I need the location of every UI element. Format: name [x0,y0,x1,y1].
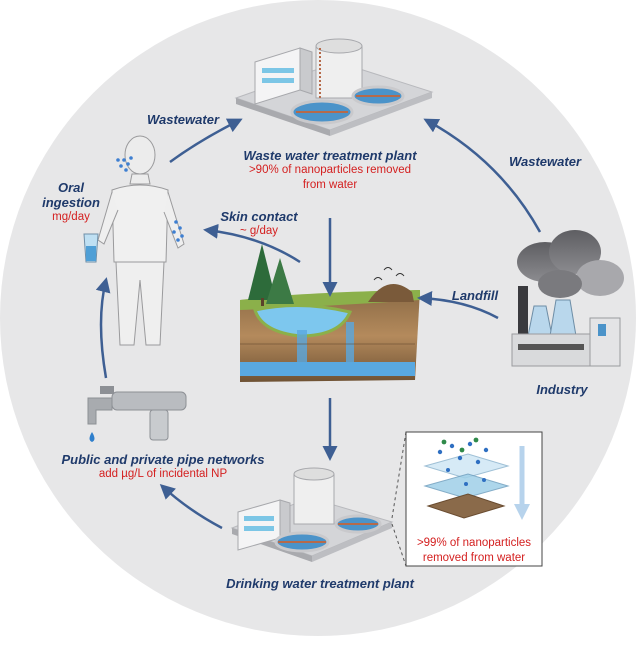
wwtp-label-block: Waste water treatment plant >90% of nano… [230,148,430,193]
faucet-icon [87,386,187,442]
arrow-dwtp-to-pipes [159,483,223,530]
filter-inset-label: >99% of nanoparticles removed from water [408,536,540,566]
arrow-landscape-to-human [203,223,301,264]
groundwater-landscape-icon [240,244,420,382]
dwtp-title: Drinking water treatment plant [226,576,414,591]
wastewater-plant-icon [234,38,434,136]
skin-detail: ~ g/day [239,225,279,237]
flow-arrows [95,118,542,530]
filter-detail-line1: >99% of nanoparticles [416,537,532,549]
skin-title: Skin contact [220,209,298,224]
industry-title: Industry [536,382,588,397]
skin-contact-label: Skin contact ~ g/day [205,209,313,239]
pipes-title: Public and private pipe networks [61,452,265,467]
oral-detail: mg/day [52,211,90,223]
edge-label-industry-wastewater: Wastewater [508,154,581,169]
industry-factory-icon [511,230,624,367]
arrow-industry-to-wwtp [423,118,542,233]
oral-title-line2: ingestion [42,195,100,210]
filter-layers-icon [423,437,530,520]
wwtp-detail-line1: >90% of nanoparticles removed [248,164,412,176]
wwtp-title: Waste water treatment plant [243,148,417,163]
drinking-water-plant-icon [230,467,394,562]
oral-title-line1: Oral [57,180,84,195]
pipes-label-block: Public and private pipe networks add µg/… [48,452,278,482]
arrow-faucet-to-human [95,277,111,379]
edge-label-landfill: Landfill [451,288,499,303]
filter-detail-line2: removed from water [422,552,526,564]
arrow-industry-to-landfill [417,291,499,320]
pipes-detail: add µg/L of incidental NP [98,468,228,480]
edge-label-human-wastewater: Wastewater [146,112,219,127]
wwtp-detail-line2: from water [302,179,358,191]
oral-ingestion-label: Oral ingestion mg/day [40,180,102,225]
human-figure-icon [83,135,185,346]
arrow-human-to-wwtp [169,118,243,164]
